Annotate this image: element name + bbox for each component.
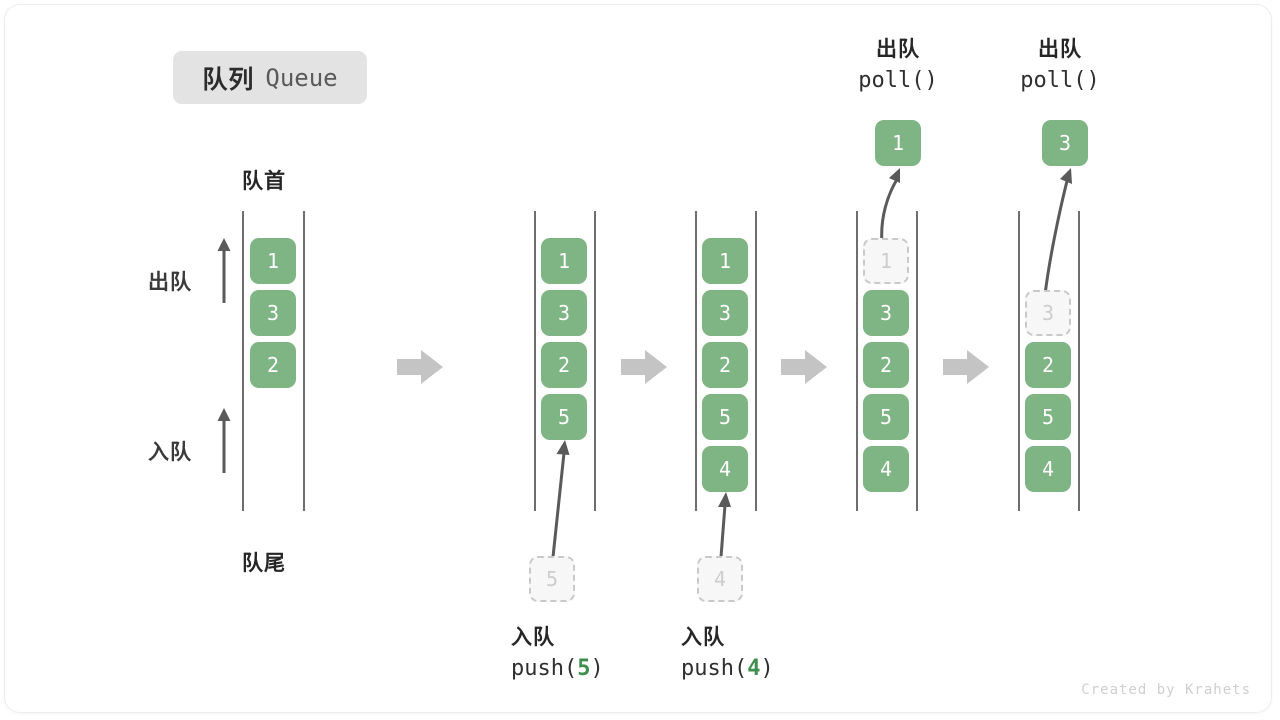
- queue-rail-right-col5: [1078, 211, 1080, 511]
- dequeue-side-label: 出队: [148, 271, 192, 294]
- title-cn: 队列: [202, 65, 255, 94]
- push-code-suffix: ): [760, 656, 774, 682]
- title-en: Queue: [265, 63, 338, 92]
- pending-item: 4: [697, 556, 743, 602]
- queue-item: 5: [863, 394, 909, 440]
- step-arrow-icon: [781, 350, 827, 384]
- queue-head-label: 队首: [242, 170, 286, 193]
- queue-item: 1: [702, 238, 748, 284]
- queue-item: 2: [1025, 342, 1071, 388]
- queue-item: 3: [250, 290, 296, 336]
- push-caption-code: push(5): [511, 653, 604, 685]
- push-caption-cn: 入队: [681, 626, 725, 649]
- poll-caption-col5: 出队 poll(): [1010, 35, 1110, 97]
- queue-item: 2: [702, 342, 748, 388]
- push-arrow-icon: [718, 492, 731, 558]
- queue-rail-right-col2: [594, 211, 596, 511]
- removed-item: 1: [863, 238, 909, 284]
- push-caption-col3: 入队 push(4): [681, 623, 774, 685]
- queue-rail-right-col1: [303, 211, 305, 511]
- queue-rail-left-col1: [242, 211, 244, 511]
- poll-caption-code: poll(): [858, 68, 938, 94]
- poll-caption-code: poll(): [1020, 68, 1100, 94]
- pending-item: 5: [529, 556, 575, 602]
- queue-rail-right-col3: [755, 211, 757, 511]
- polled-item: 3: [1042, 120, 1088, 166]
- queue-rail-left-col3: [695, 211, 697, 511]
- poll-arrow-icon: [880, 168, 900, 244]
- push-code-prefix: push(: [681, 656, 748, 682]
- poll-caption-cn: 出队: [1038, 38, 1082, 61]
- push-code-suffix: ): [590, 656, 604, 682]
- step-arrow-icon: [943, 350, 989, 384]
- push-caption-code: push(4): [681, 653, 774, 685]
- queue-item: 4: [1025, 446, 1071, 492]
- queue-rail-left-col2: [534, 211, 536, 511]
- queue-item: 3: [541, 290, 587, 336]
- queue-item: 1: [250, 238, 296, 284]
- push-code-arg: 5: [577, 656, 591, 682]
- removed-item: 3: [1025, 290, 1071, 336]
- polled-item: 1: [875, 120, 921, 166]
- queue-item: 2: [863, 342, 909, 388]
- enqueue-direction-arrow-icon: [217, 408, 231, 473]
- queue-item: 5: [1025, 394, 1071, 440]
- queue-item: 3: [702, 290, 748, 336]
- queue-item: 1: [541, 238, 587, 284]
- enqueue-side-label: 入队: [148, 441, 192, 464]
- title-badge: 队列 Queue: [173, 51, 367, 104]
- step-arrow-icon: [397, 350, 443, 384]
- queue-item-new: 5: [541, 394, 587, 440]
- diagram-card: 队列 Queue 队首 队尾 出队 入队 1 3 2 1 3 2 5 5 入队 …: [5, 5, 1271, 712]
- queue-tail-label: 队尾: [242, 552, 286, 575]
- queue-rail-right-col4: [916, 211, 918, 511]
- push-code-prefix: push(: [511, 656, 578, 682]
- push-caption-col2: 入队 push(5): [511, 623, 604, 685]
- poll-arrow-icon: [1043, 168, 1072, 296]
- queue-rail-left-col5: [1018, 211, 1020, 511]
- watermark: Created by Krahets: [1081, 682, 1251, 698]
- step-arrow-icon: [621, 350, 667, 384]
- queue-item: 2: [250, 342, 296, 388]
- queue-item-new: 4: [702, 446, 748, 492]
- push-arrow-icon: [551, 440, 570, 558]
- poll-caption-cn: 出队: [876, 38, 920, 61]
- queue-item: 2: [541, 342, 587, 388]
- queue-item: 5: [702, 394, 748, 440]
- push-code-arg: 4: [747, 656, 761, 682]
- queue-item: 4: [863, 446, 909, 492]
- queue-rail-left-col4: [856, 211, 858, 511]
- queue-item: 3: [863, 290, 909, 336]
- dequeue-direction-arrow-icon: [217, 238, 231, 303]
- push-caption-cn: 入队: [511, 626, 555, 649]
- poll-caption-col4: 出队 poll(): [848, 35, 948, 97]
